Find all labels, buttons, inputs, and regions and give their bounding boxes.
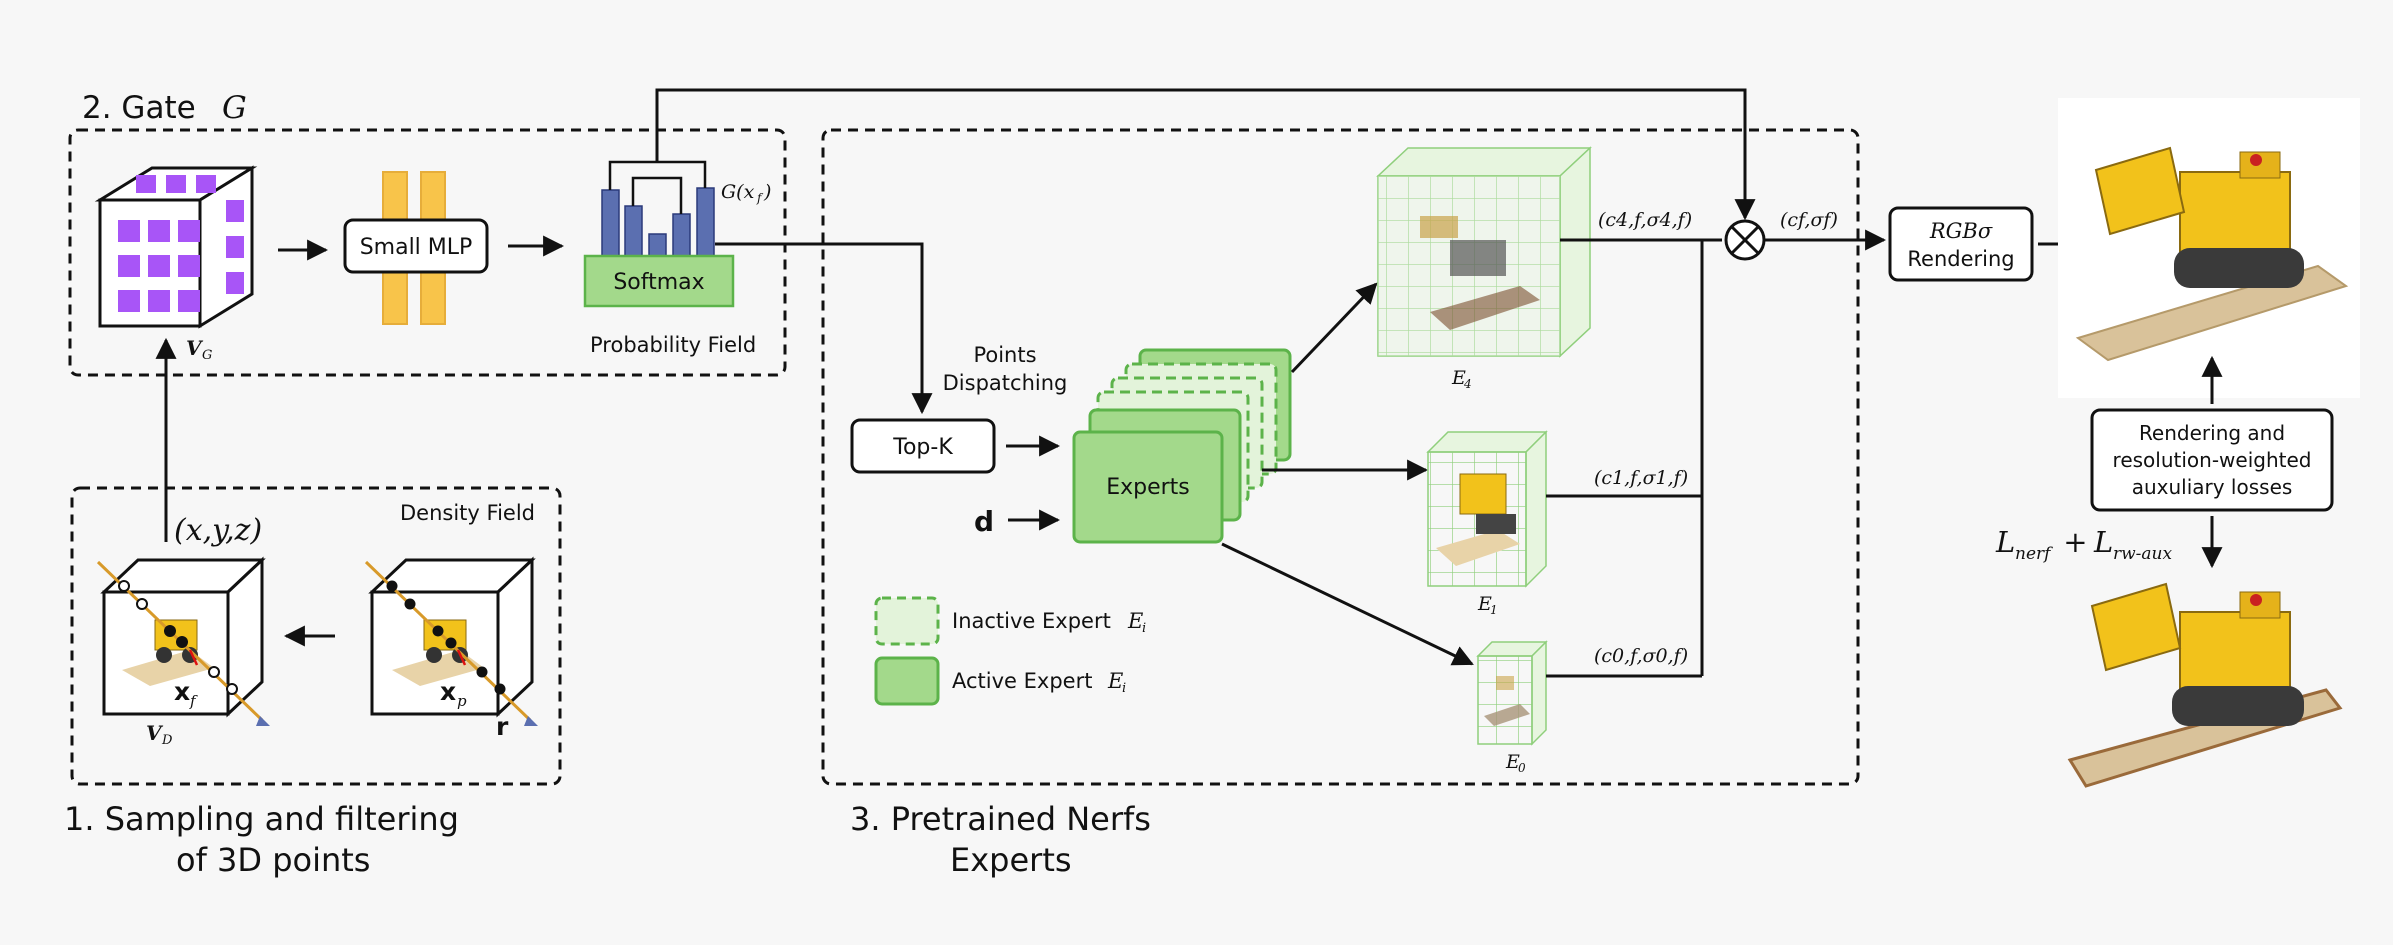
softmax-to-topk-arrow xyxy=(715,242,933,415)
losses-line2: resolution-weighted xyxy=(2113,448,2312,472)
vd-label: V xyxy=(146,721,164,745)
sampling-section-title-line1: 1. Sampling and filtering xyxy=(64,800,459,838)
loss-formula-a-sub: nerf xyxy=(2015,544,2053,564)
rgb-sigma-label: RGBσ xyxy=(1929,219,1993,243)
inactive-legend-symbol: E xyxy=(1127,609,1143,633)
experts-to-e4-arrow xyxy=(1290,282,1378,374)
topk-box xyxy=(850,418,996,474)
expert-e0-grid xyxy=(1476,640,1548,746)
d-label: d xyxy=(974,505,994,538)
gate-to-multiply-line xyxy=(655,88,1756,221)
merged-output-label: (cf,σf) xyxy=(1780,209,1838,231)
active-legend-label: Active Expert xyxy=(952,669,1092,693)
inactive-legend-label: Inactive Expert xyxy=(952,609,1111,633)
sampling-panel xyxy=(70,486,562,786)
loss-formula-b: L xyxy=(2093,525,2113,559)
xp-label-sub: p xyxy=(457,692,467,710)
sampling-section-title-line2: of 3D points xyxy=(176,841,370,879)
experts-box xyxy=(1072,430,1224,544)
experts-panel xyxy=(821,128,1860,786)
e1-label: E xyxy=(1477,593,1492,615)
xp-label: x xyxy=(440,677,456,706)
density-field-label: Density Field xyxy=(400,501,535,525)
filtered-cube-icon xyxy=(96,556,270,726)
rendered-bulldozer-image xyxy=(2058,98,2360,398)
probability-bars xyxy=(601,160,715,257)
output-e0-label: (c0,f,σ0,f) xyxy=(1594,645,1688,667)
topk-label: Top-K xyxy=(892,435,953,460)
experts-section-title-line1: 3. Pretrained Nerfs xyxy=(850,800,1151,838)
experts-to-e0-arrow xyxy=(1221,542,1474,666)
small-mlp-label: Small MLP xyxy=(360,235,473,260)
e4-label: E xyxy=(1451,367,1466,389)
xf-label: x xyxy=(174,677,190,706)
small-mlp-box xyxy=(343,218,489,274)
points-dispatching-line2: Dispatching xyxy=(943,371,1068,395)
expert-e4-grid xyxy=(1376,146,1592,358)
sampled-cube-icon xyxy=(364,556,538,726)
losses-line3: auxuliary losses xyxy=(2132,475,2293,499)
gate-panel xyxy=(68,128,787,377)
experts-label: Experts xyxy=(1106,475,1190,500)
rendering-box xyxy=(1888,206,2034,282)
rendering-label: Rendering xyxy=(1907,247,2014,271)
softmax-box xyxy=(583,254,735,308)
loss-formula: L nerf + L rw-aux xyxy=(1995,525,2173,564)
output-e1-label: (c1,f,σ1,f) xyxy=(1594,467,1688,489)
gate-symbol: G xyxy=(222,90,247,126)
losses-line1: Rendering and xyxy=(2139,421,2285,445)
r-label: r xyxy=(496,712,509,741)
xf-label-sub: f xyxy=(189,692,198,710)
inactive-legend-swatch xyxy=(874,596,940,646)
experts-section-title-line2: Experts xyxy=(950,841,1072,879)
ground-truth-bulldozer-image xyxy=(2067,582,2343,788)
gate-section-title: 2. Gate xyxy=(82,90,196,126)
losses-box xyxy=(2090,408,2334,512)
xyz-coord-label: (x,y,z) xyxy=(174,513,262,548)
vg-label-sub: G xyxy=(202,348,212,363)
vg-voxel-cube-icon xyxy=(94,165,258,329)
softmax-label: Softmax xyxy=(613,270,704,295)
e0-label: E xyxy=(1505,751,1520,773)
output-e4-label: (c4,f,σ4,f) xyxy=(1598,209,1692,231)
probability-field-label: Probability Field xyxy=(590,333,756,357)
gx-label-sub: f xyxy=(756,191,764,205)
inactive-legend-sub: i xyxy=(1142,621,1146,636)
gx-close-paren: ) xyxy=(763,181,771,203)
active-legend-symbol: E xyxy=(1107,669,1123,693)
gx-label: G(x xyxy=(721,181,755,203)
points-dispatching-line1: Points xyxy=(973,343,1036,367)
vg-label: V xyxy=(186,336,204,360)
e4-label-sub: 4 xyxy=(1463,377,1472,391)
active-legend-swatch xyxy=(874,656,940,706)
e0-label-sub: 0 xyxy=(1518,761,1526,775)
active-legend-sub: i xyxy=(1122,681,1126,696)
loss-formula-a: L xyxy=(1995,525,2015,559)
vd-label-sub: D xyxy=(161,733,173,748)
loss-formula-plus: + xyxy=(2054,525,2097,559)
loss-formula-b-sub: rw-aux xyxy=(2113,544,2173,564)
multiply-icon xyxy=(1724,219,1766,261)
e1-label-sub: 1 xyxy=(1490,603,1498,617)
expert-e1-grid xyxy=(1426,430,1548,588)
